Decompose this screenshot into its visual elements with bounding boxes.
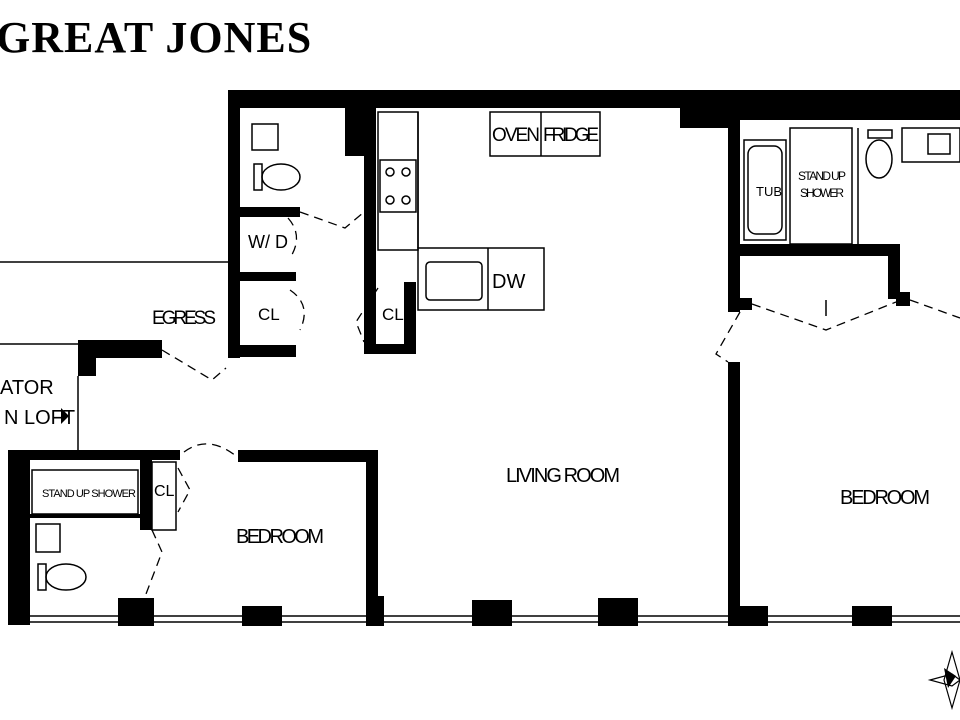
living-room-label: LIVING ROOM xyxy=(506,465,620,487)
toilet-tank xyxy=(253,163,263,191)
burner-icon xyxy=(401,167,411,177)
right-bath-floor-wall xyxy=(740,244,900,256)
right-stub-block xyxy=(740,298,752,310)
right-toilet-bowl xyxy=(865,139,893,179)
door-swing-bath xyxy=(299,211,365,229)
left-shower-box xyxy=(31,469,139,515)
burner-icon xyxy=(385,195,395,205)
door-swing-left-closet xyxy=(177,467,191,513)
egress-wall-stub xyxy=(78,340,96,376)
right-bath-stub xyxy=(888,244,900,299)
egress-wall xyxy=(78,340,162,358)
door-swing-closet-1 xyxy=(289,289,305,331)
stack-left-wall xyxy=(228,90,240,358)
closet2-bottom-wall xyxy=(364,344,416,354)
toilet-bowl xyxy=(261,163,301,191)
oven-label: OVEN xyxy=(492,125,540,146)
elevator-label-1: ATOR xyxy=(0,377,54,399)
burner-icon xyxy=(401,195,411,205)
left-bath-sink xyxy=(35,523,61,553)
closet2-left-wall xyxy=(364,280,376,350)
door-swing-right-closet-2 xyxy=(909,299,960,319)
pier-4 xyxy=(472,600,512,626)
closet2-right-wall xyxy=(404,282,416,354)
stove xyxy=(379,159,417,213)
bath-inner-chunk xyxy=(345,108,364,156)
left-shower-label: STAND UP SHOWER xyxy=(42,488,136,500)
right-shower-box xyxy=(789,127,853,245)
right-bath-vanity xyxy=(901,127,960,163)
left-closet-box xyxy=(151,461,177,531)
closet-label-2: CL xyxy=(382,305,404,324)
wd-top-wall xyxy=(240,207,300,217)
right-shower-label-1: STAND UP xyxy=(798,169,846,183)
wd-bottom-wall xyxy=(240,272,296,281)
closet-bottom-wall xyxy=(240,345,296,357)
tub-label: TUB xyxy=(756,184,782,199)
left-bath-outer-wall xyxy=(8,450,30,625)
bedroom-left-label: BEDROOM xyxy=(236,526,324,548)
left-toilet-bowl xyxy=(45,563,87,591)
wd-label: W/ D xyxy=(248,232,288,252)
door-swing-left-bedroom xyxy=(183,443,237,457)
burner-icon xyxy=(385,167,395,177)
closet-label-3: CL xyxy=(154,483,175,500)
pier-1 xyxy=(118,598,154,626)
right-toilet-tank xyxy=(867,129,893,139)
elevator-label-2: N LOFT xyxy=(4,407,75,429)
left-bath-top-wall xyxy=(8,450,180,460)
right-column-wall xyxy=(728,90,740,312)
bedroom-right-label: BEDROOM xyxy=(840,487,930,509)
door-swing-egress xyxy=(161,349,227,381)
egress-label: EGRESS xyxy=(152,308,216,329)
left-bedroom-top-wall xyxy=(238,450,378,462)
left-bedroom-right-wall xyxy=(366,450,378,625)
bath-sink xyxy=(251,123,279,151)
dw-label: DW xyxy=(492,271,525,293)
pier-2 xyxy=(242,606,282,626)
pier-5 xyxy=(598,598,638,626)
fridge-label: FRIDGE xyxy=(543,125,599,146)
door-swing-wd xyxy=(287,217,298,259)
plan-title: GREAT JONES xyxy=(0,13,313,62)
right-bath-sink xyxy=(927,133,951,155)
tub xyxy=(743,139,787,241)
closet-label-1: CL xyxy=(258,305,280,324)
left-closet-wall xyxy=(140,460,152,530)
kitchen-sink xyxy=(425,261,483,301)
compass-icon xyxy=(927,649,960,711)
pier-6 xyxy=(728,606,768,626)
elevator-arrow-icon xyxy=(61,408,69,424)
left-shower-divider xyxy=(30,514,140,518)
pier-3 xyxy=(366,596,384,626)
door-swing-right-closets xyxy=(751,301,897,331)
left-toilet-tank xyxy=(37,563,47,591)
tub-inner xyxy=(747,145,783,235)
stack-right-wall xyxy=(364,90,376,280)
right-stub-block-2 xyxy=(896,292,910,306)
door-swing-left-bath xyxy=(145,529,163,595)
top-wall-right-chunk xyxy=(740,90,960,120)
right-shower-label-2: SHOWER xyxy=(800,186,844,200)
kitchen-counter-bottom xyxy=(417,247,545,311)
kitchen-counter-left xyxy=(377,111,419,251)
door-swing-right-bedroom xyxy=(715,311,741,363)
right-bedroom-left-wall xyxy=(728,362,740,624)
oven-fridge-box xyxy=(489,111,601,157)
pier-7 xyxy=(852,606,892,626)
